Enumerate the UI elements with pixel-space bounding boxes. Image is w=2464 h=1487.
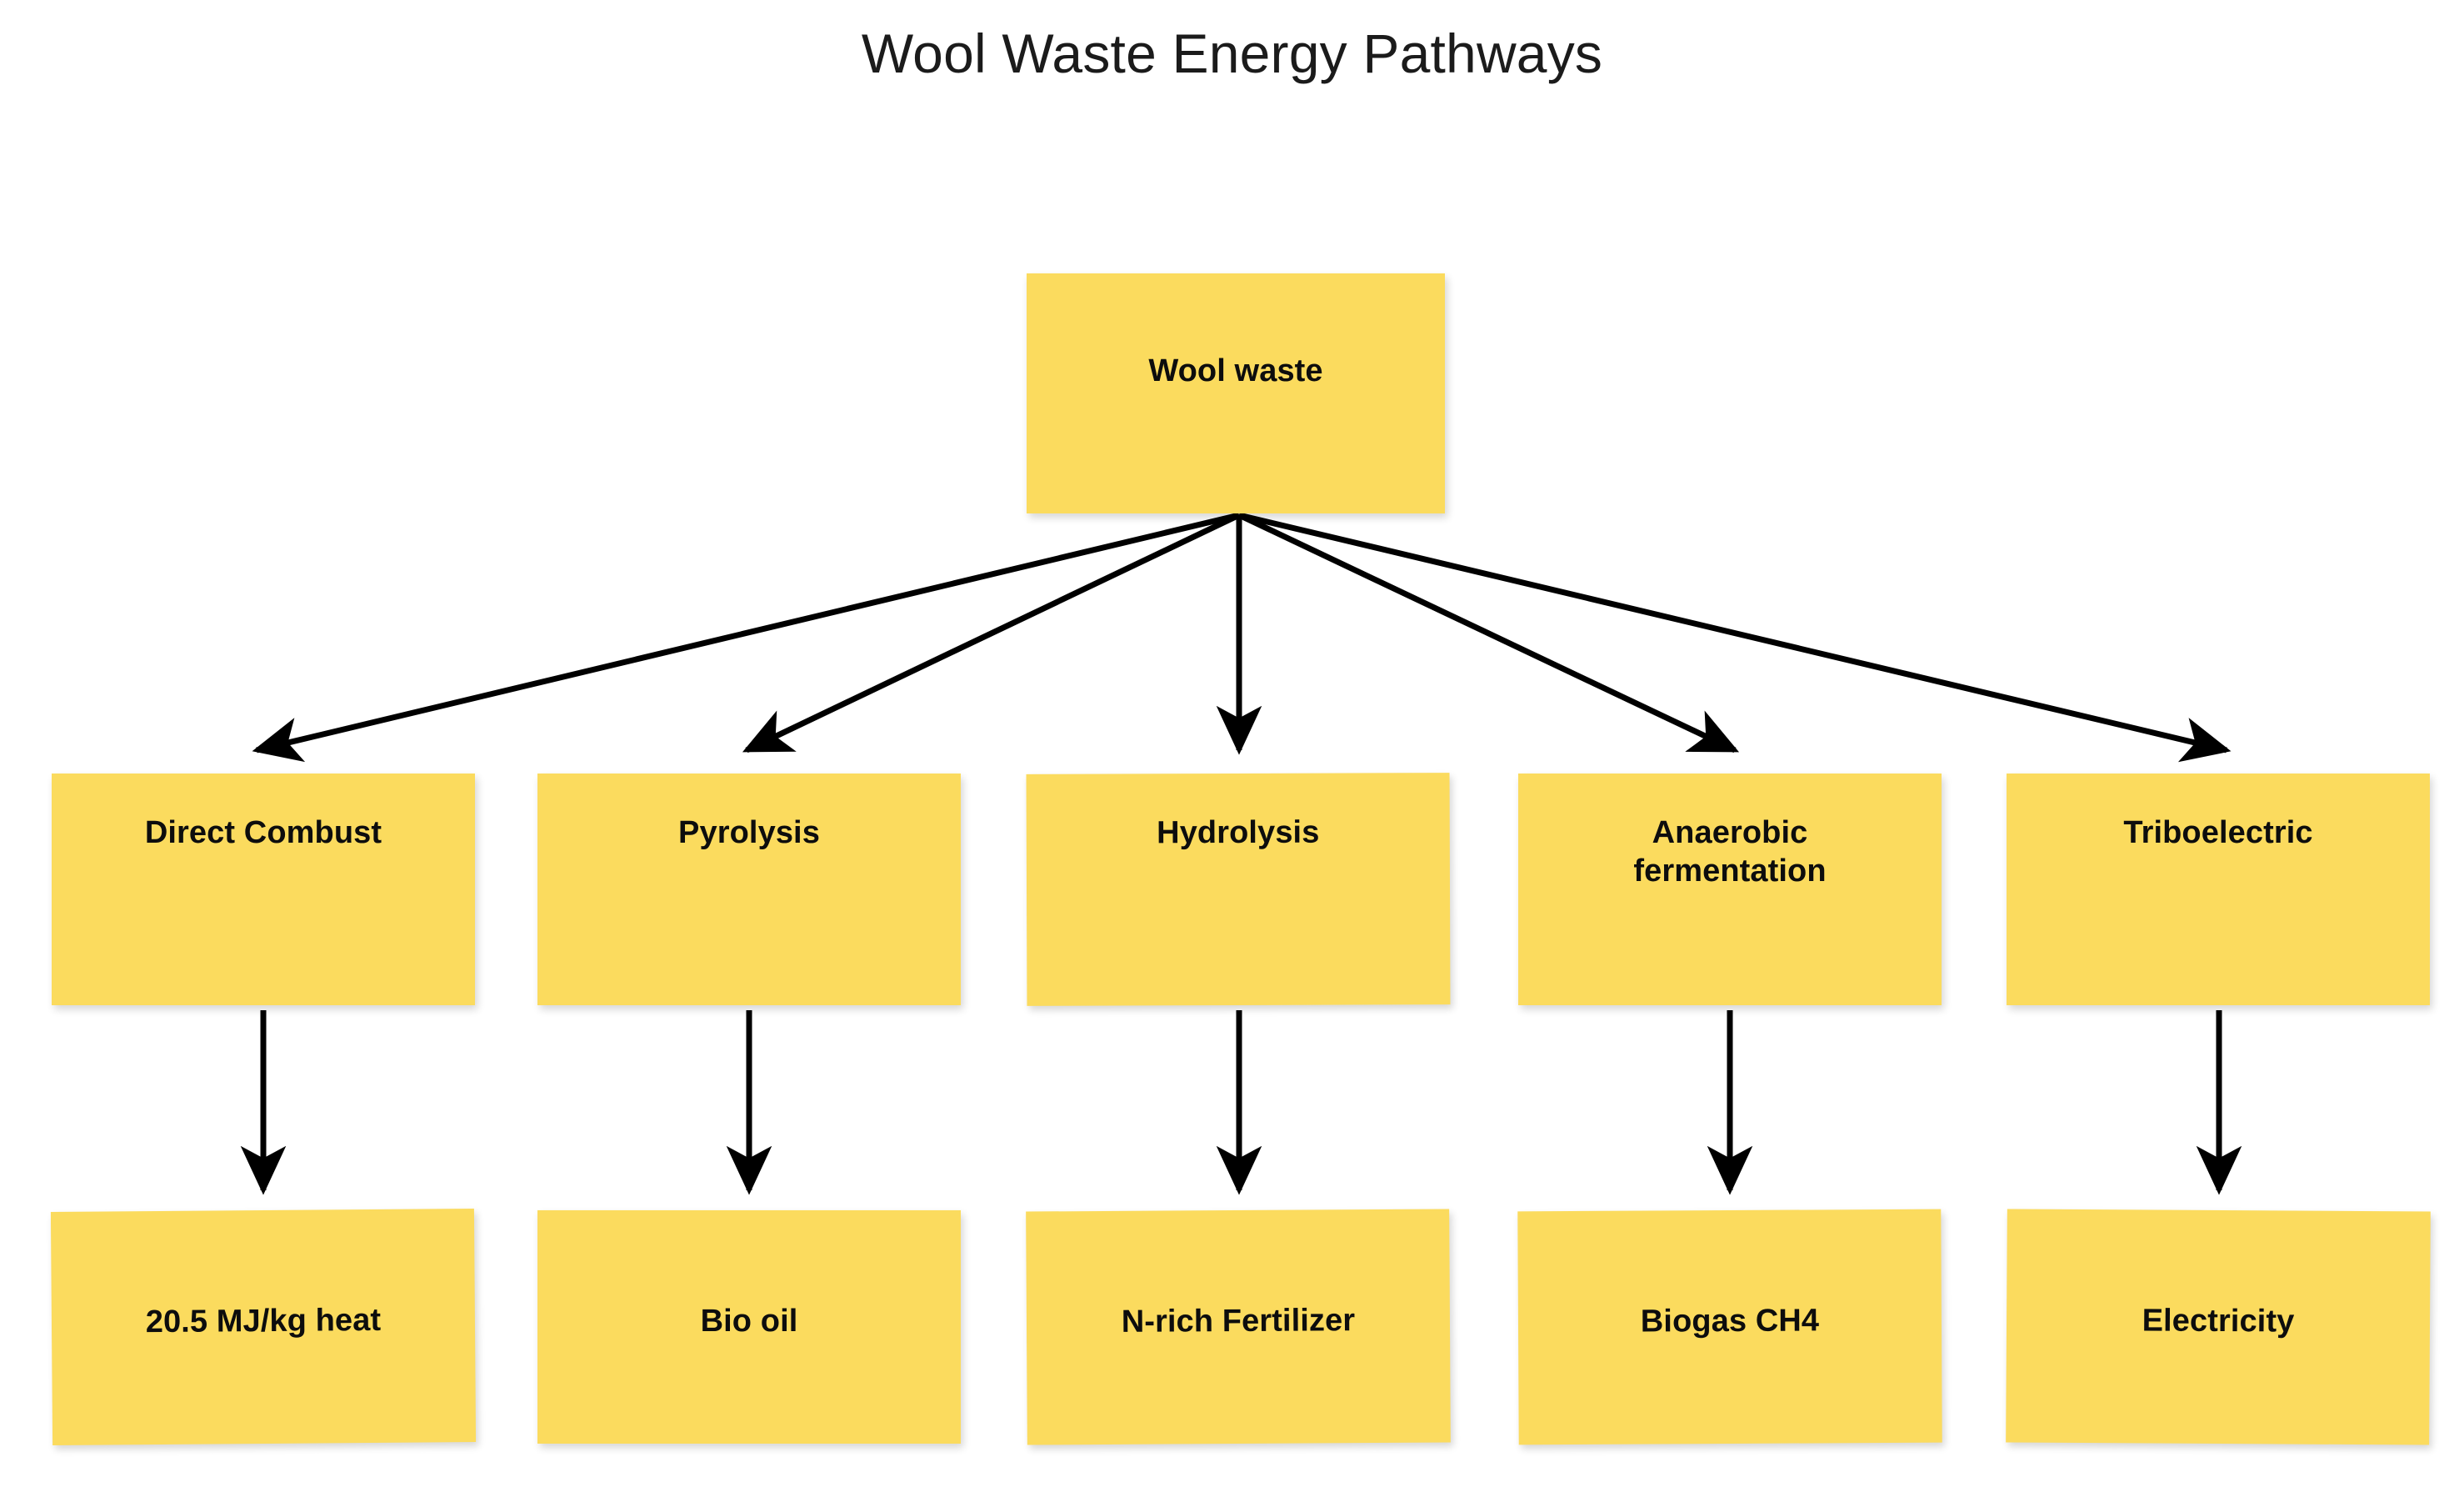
node-label: Triboelectric: [2123, 815, 2313, 850]
node-heat-output[interactable]: 20.5 MJ/kg heat: [50, 1209, 477, 1445]
node-label: Wool waste: [1148, 353, 1323, 388]
node-electricity[interactable]: Electricity: [2006, 1209, 2431, 1445]
edge-root-to-pyrolysis: [742, 512, 1241, 754]
node-triboelectric[interactable]: Triboelectric: [2007, 774, 2430, 1005]
node-n-rich-fertilizer[interactable]: N-rich Fertilizer: [1026, 1209, 1451, 1445]
node-label: Pyrolysis: [678, 815, 820, 850]
node-biogas-ch4[interactable]: Biogas CH4: [1517, 1209, 1942, 1445]
node-bio-oil[interactable]: Bio oil: [537, 1210, 961, 1444]
node-label: N-rich Fertilizer: [1121, 1303, 1356, 1339]
edge-root-to-triboelectric: [1238, 512, 2232, 763]
node-pyrolysis[interactable]: Pyrolysis: [537, 774, 961, 1005]
node-wool-waste[interactable]: Wool waste: [1027, 273, 1445, 513]
node-label: Hydrolysis: [1157, 814, 1320, 851]
node-label: Biogas CH4: [1640, 1303, 1820, 1339]
node-label: Direct Combust: [144, 815, 382, 850]
node-hydrolysis[interactable]: Hydrolysis: [1026, 773, 1451, 1006]
node-label: 20.5 MJ/kg heat: [145, 1302, 382, 1340]
node-label: Anaerobic fermentation: [1633, 815, 1827, 889]
node-label: Electricity: [2142, 1303, 2295, 1339]
edge-root-to-direct-combust: [252, 512, 1240, 763]
node-label: Bio oil: [700, 1304, 798, 1339]
node-direct-combust[interactable]: Direct Combust: [52, 774, 475, 1005]
node-anaerobic-fermentation[interactable]: Anaerobic fermentation: [1518, 774, 1942, 1005]
edge-root-to-anaerobic-fermentation: [1237, 512, 1740, 754]
page-title: Wool Waste Energy Pathways: [861, 23, 1603, 84]
